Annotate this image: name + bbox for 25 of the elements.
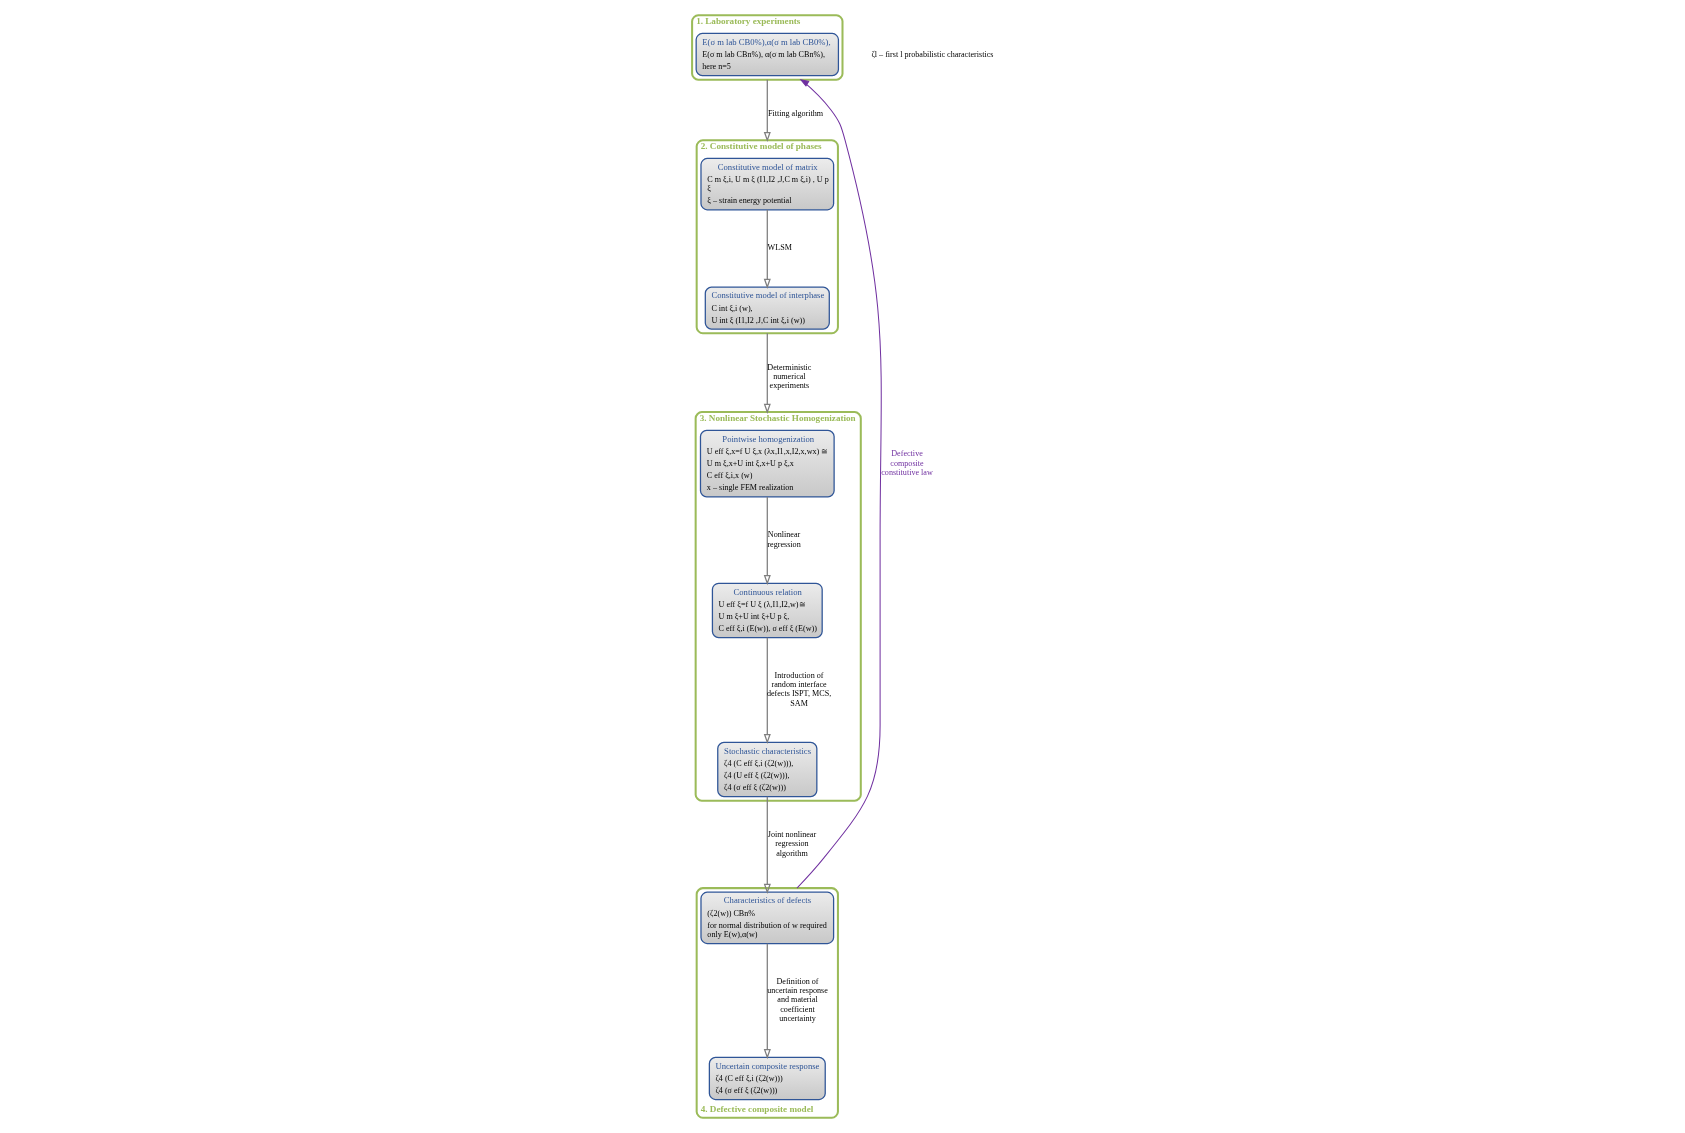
node-box: Uncertain composite response ζ4 (C eff ξ,i (ζ2(w))) ζ4 (σ eff ξ (ζ2(w))): [708, 1056, 826, 1101]
edge-label: Joint nonlinear regression algorithm: [767, 830, 817, 858]
node-box: E(σ m lab CB0%),α(σ m lab CB0%), E(σ m lab CBn%), α(σ m lab CBn%), here n=5: [695, 32, 840, 77]
arrow: [763, 79, 771, 143]
arrow: [763, 943, 771, 1060]
label: ζl – first l probabilistic characteristics: [871, 49, 994, 59]
node-box: Pointwise homogenization U eff ξ,x=f U ξ,x (λx,I1,x,I2,x,wx) ≅ U m ξ,x+U int ξ,x+U p ξ,x C eff ξ,i,x (w) x – single FEM realization: [699, 429, 835, 498]
edge-label: WLSM: [767, 243, 792, 253]
edge-label: Fitting algorithm: [767, 109, 824, 119]
arrow: [763, 637, 771, 745]
node-box: Constitutive model of matrix C m ξ,i, U m ξ (I1,I2 ,J,C m ξ,i) , U p ξ ξ – strain energy potential: [700, 157, 835, 211]
arrow: [763, 496, 771, 586]
edge-label: Introduction of random interface defects ISPT, MCS, SAM: [766, 671, 832, 708]
arrow: [763, 796, 771, 895]
arrow: [763, 332, 771, 414]
node-box: Characteristics of defects (ζ2(w)) CBn% for normal distribution of w required only E(w),α(w): [700, 891, 835, 945]
node-box: Continuous relation U eff ξ=f U ξ (λ,I1,I2,w)≅ U m ξ+U int ξ+U p ξ, C eff ξ,i (E(w)), σ eff ξ (E(w)): [711, 582, 823, 639]
edge-label: Nonlinear regression: [767, 530, 801, 549]
node-box: Stochastic characteristics ζ4 (C eff ξ,i (ζ2(w))), ζ4 (U eff ξ (ζ2(w))), ζ4 (σ eff ξ (ζ2(w))): [717, 741, 818, 798]
edge-label: Defective composite constitutive law: [881, 449, 933, 477]
arrow: [763, 209, 771, 289]
arrow: [796, 78, 882, 889]
edge-label: Deterministic numerical experiments: [767, 362, 812, 391]
node-box: Constitutive model of interphase C int ξ,i (w), U int ξ (I1,I2 ,J,C int ξ,i (w)): [704, 286, 830, 330]
edge-label: Definition of uncertain response and material coefficient uncertainty: [767, 977, 828, 1023]
